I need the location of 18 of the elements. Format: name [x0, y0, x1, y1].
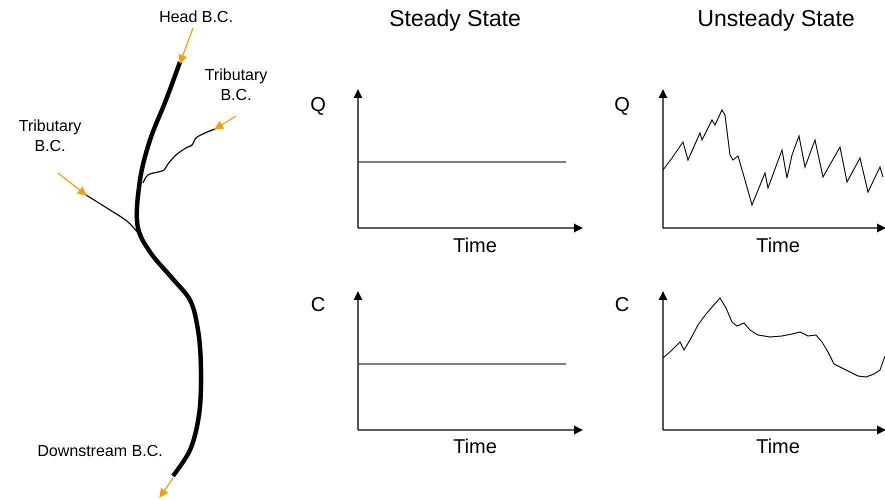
axis-label: Time — [452, 435, 498, 460]
callout-label: Tributary B.C. — [18, 118, 82, 155]
leader-arrow — [160, 478, 174, 498]
callout-label: Head B.C. — [159, 9, 233, 26]
callout-label: Downstream B.C. — [37, 443, 163, 460]
leader-arrow — [178, 28, 194, 64]
column-heading: Unsteady State — [696, 4, 856, 33]
axis-label: Time — [755, 435, 801, 460]
axis-label: C — [614, 293, 630, 318]
axis-label: Q — [613, 93, 631, 118]
column-heading: Steady State — [388, 4, 522, 33]
axis-label: C — [310, 293, 326, 318]
callout-label: Tributary B.C. — [204, 67, 268, 104]
axis-label: Time — [452, 234, 498, 259]
leader-arrow — [58, 172, 87, 196]
axis-label: Time — [755, 234, 801, 259]
leader-arrow — [214, 115, 236, 130]
axis-label: Q — [309, 93, 327, 118]
